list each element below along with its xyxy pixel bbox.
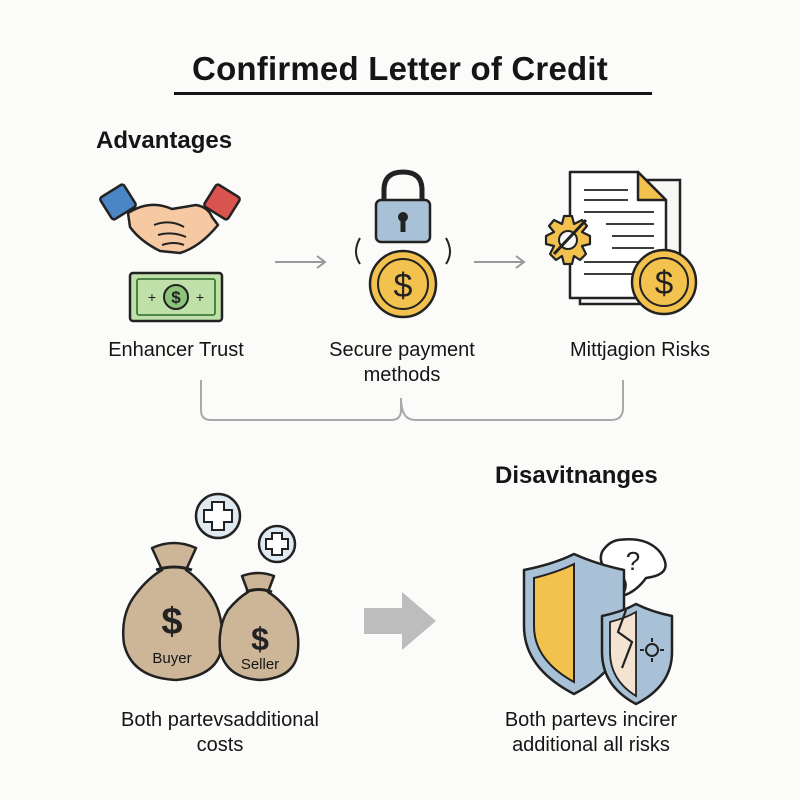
money-bags-icon: $ $ [122, 541, 300, 682]
disadvantage-label-risks: Both partevs incirer additional all risk… [504, 709, 678, 756]
padlock-coin-icon: $ [355, 169, 451, 319]
connecting-bracket [200, 380, 624, 421]
disadvantages-heading: Disavitnanges [495, 462, 658, 489]
svg-text:$: $ [251, 621, 269, 657]
advantage-label-trust: Enhancer Trust [108, 339, 244, 361]
document-gear-coin-icon: $ [544, 170, 698, 316]
handshake-icon [99, 183, 241, 255]
svg-text:+: + [196, 289, 204, 305]
bag-label-buyer: Buyer [152, 650, 192, 667]
title-underline [174, 92, 652, 95]
cracked-shield-icon: ? [522, 538, 674, 706]
svg-text:$: $ [171, 288, 181, 307]
bag-label-seller: Seller [240, 656, 280, 673]
advantage-label-secure: Secure payment methods [329, 339, 475, 386]
svg-text:$: $ [161, 601, 182, 643]
advantage-label-mitigation: Mittjagion Risks [569, 339, 711, 361]
svg-text:$: $ [655, 264, 673, 301]
advantages-heading: Advantages [96, 127, 233, 154]
plus-circle-icon [257, 524, 297, 564]
page-title: Confirmed Letter of Credit [192, 50, 608, 87]
plus-circle-icon [194, 492, 242, 540]
svg-text:?: ? [626, 546, 640, 576]
block-arrow-right-icon [364, 592, 436, 650]
disadvantage-label-costs: Both partevsadditional costs [121, 709, 319, 756]
banknote-icon: $ + + [128, 271, 224, 323]
arrow-right-icon [275, 255, 327, 269]
svg-text:+: + [148, 289, 156, 305]
arrow-right-icon [474, 255, 526, 269]
svg-text:$: $ [394, 267, 413, 305]
